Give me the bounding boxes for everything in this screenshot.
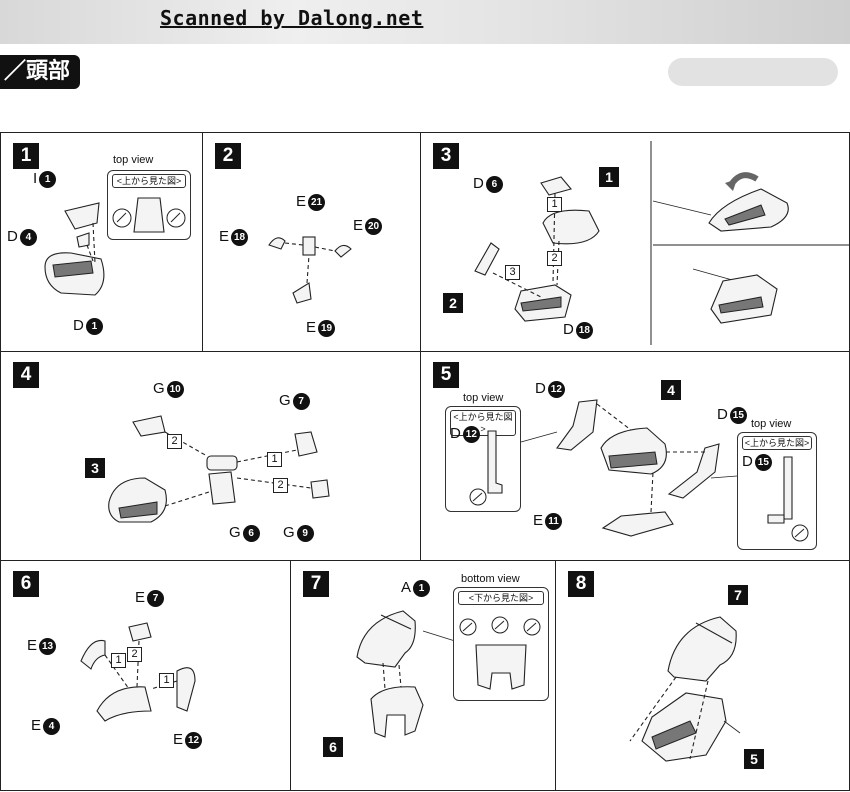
step-ref-badge: 7: [728, 585, 748, 605]
view-caption: top view: [751, 418, 792, 430]
order-marker: 2: [273, 478, 288, 493]
view-caption: top view: [463, 392, 504, 404]
step-7-diagram: [356, 610, 456, 738]
watermark: Scanned by Dalong.net: [160, 6, 424, 30]
inset-diagram: [469, 430, 503, 506]
step-number: 2: [215, 143, 241, 169]
step-number: 5: [433, 362, 459, 388]
inset-diagram: [112, 197, 186, 233]
step-ref-badge: 5: [744, 749, 764, 769]
step-ref-badge: 2: [443, 293, 463, 313]
order-marker: 2: [127, 647, 142, 662]
step-number: 8: [568, 571, 594, 597]
inset-heading: <上から見た図>: [742, 436, 812, 450]
step-ref-badge: 1: [599, 167, 619, 187]
step-number: 7: [303, 571, 329, 597]
step-3-diagram: [474, 141, 849, 345]
step-number: 3: [433, 143, 459, 169]
step-1-diagram: [44, 202, 105, 296]
inset-diagram: [767, 456, 809, 542]
order-marker: 1: [267, 452, 282, 467]
order-marker: 2: [547, 251, 562, 266]
step-2-diagram: [268, 236, 352, 304]
step-4-diagram: [108, 415, 330, 523]
inset-heading: <下から見た図>: [458, 591, 544, 605]
top-view-inset: <上から見た図>: [107, 170, 191, 240]
step-6-diagram: [80, 622, 196, 722]
order-marker: 1: [159, 673, 174, 688]
step-number: 6: [13, 571, 39, 597]
inset-heading: <上から見た図>: [450, 410, 516, 436]
section-title: ／頭部: [0, 55, 80, 89]
order-marker: 2: [167, 434, 182, 449]
order-marker: 1: [111, 653, 126, 668]
step-ref-badge: 4: [661, 380, 681, 400]
step-number: 1: [13, 143, 39, 169]
header-pill: [668, 58, 838, 86]
step-5-diagram: [520, 399, 738, 537]
step-8-panel: 8 7 5: [555, 560, 850, 791]
order-marker: 3: [505, 265, 520, 280]
order-marker: 1: [547, 197, 562, 212]
view-caption: top view: [113, 154, 154, 166]
step-number: 4: [13, 362, 39, 388]
step-ref-badge: 6: [323, 737, 343, 757]
step-ref-badge: 3: [85, 458, 105, 478]
inset-heading: <上から見た図>: [112, 174, 186, 188]
inset-diagram: [459, 616, 541, 690]
header-banner: Scanned by Dalong.net: [0, 0, 850, 44]
bottom-view-inset: <下から見た図>: [453, 587, 549, 701]
step-8-diagram: [629, 616, 741, 762]
view-caption: bottom view: [461, 573, 520, 585]
